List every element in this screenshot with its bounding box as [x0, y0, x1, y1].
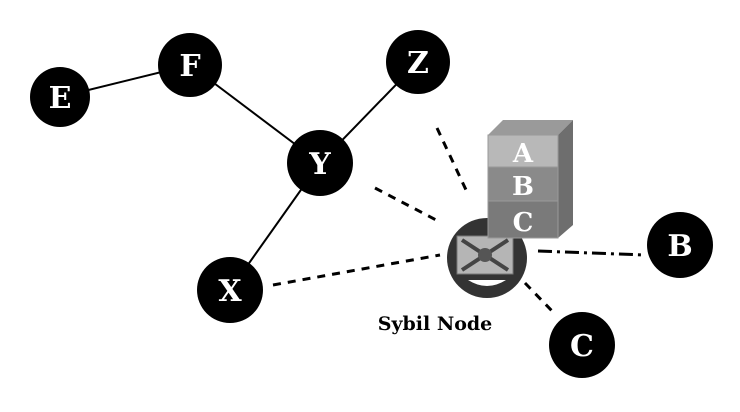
node-x: X: [197, 257, 263, 323]
identity-a: A: [512, 139, 534, 169]
node-label: C: [570, 329, 594, 364]
node-circle: [197, 257, 263, 323]
node-z: Z: [386, 30, 450, 94]
edge-x-sybil: [272, 253, 441, 287]
sybil-node-label: Sybil Node: [378, 313, 493, 335]
sybil-node: [447, 218, 527, 298]
node-circle: [30, 67, 90, 127]
skull-crossbones-icon: [460, 238, 510, 272]
identity-stack: A B C: [487, 120, 573, 239]
node-label: F: [179, 49, 200, 84]
node-f: F: [158, 33, 222, 97]
identity-b: B: [512, 172, 534, 202]
node-circle: [647, 212, 713, 278]
edge-sybil-b: [537, 249, 646, 257]
node-e: E: [30, 67, 90, 127]
node-label: X: [218, 274, 242, 309]
node-c: C: [549, 312, 615, 378]
node-circle: [287, 130, 353, 196]
node-label: B: [667, 229, 692, 264]
node-b: B: [647, 212, 713, 278]
edge-y-sybil: [374, 186, 441, 224]
node-label: Y: [308, 147, 331, 182]
identity-c: C: [513, 208, 534, 238]
edge-sybil-c: [523, 281, 555, 314]
node-label: E: [49, 81, 72, 116]
node-circle: [158, 33, 222, 97]
edge-z-sybil: [435, 127, 469, 193]
node-circle: [549, 312, 615, 378]
node-circle: [386, 30, 450, 94]
node-label: Z: [407, 46, 429, 81]
node-y: Y: [287, 130, 353, 196]
